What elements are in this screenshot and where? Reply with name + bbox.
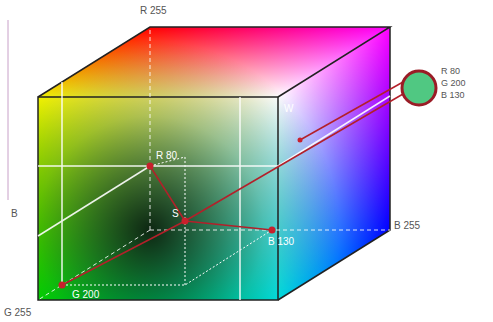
color-swatch xyxy=(402,71,436,105)
axis-label: B 255 xyxy=(394,220,420,232)
swatch-value: G 200 xyxy=(441,78,466,88)
axis-label: R 255 xyxy=(140,5,167,17)
value-label: G 200 xyxy=(72,289,99,301)
point-label: S xyxy=(172,208,179,220)
axis-label: B xyxy=(11,208,18,220)
value-label: B 130 xyxy=(268,236,294,248)
swatch-value: B 130 xyxy=(441,90,465,100)
corner-label: W xyxy=(284,103,293,115)
swatch-value: R 80 xyxy=(441,66,460,76)
axis-label: G 255 xyxy=(4,307,31,319)
value-label: R 80 xyxy=(156,150,177,162)
